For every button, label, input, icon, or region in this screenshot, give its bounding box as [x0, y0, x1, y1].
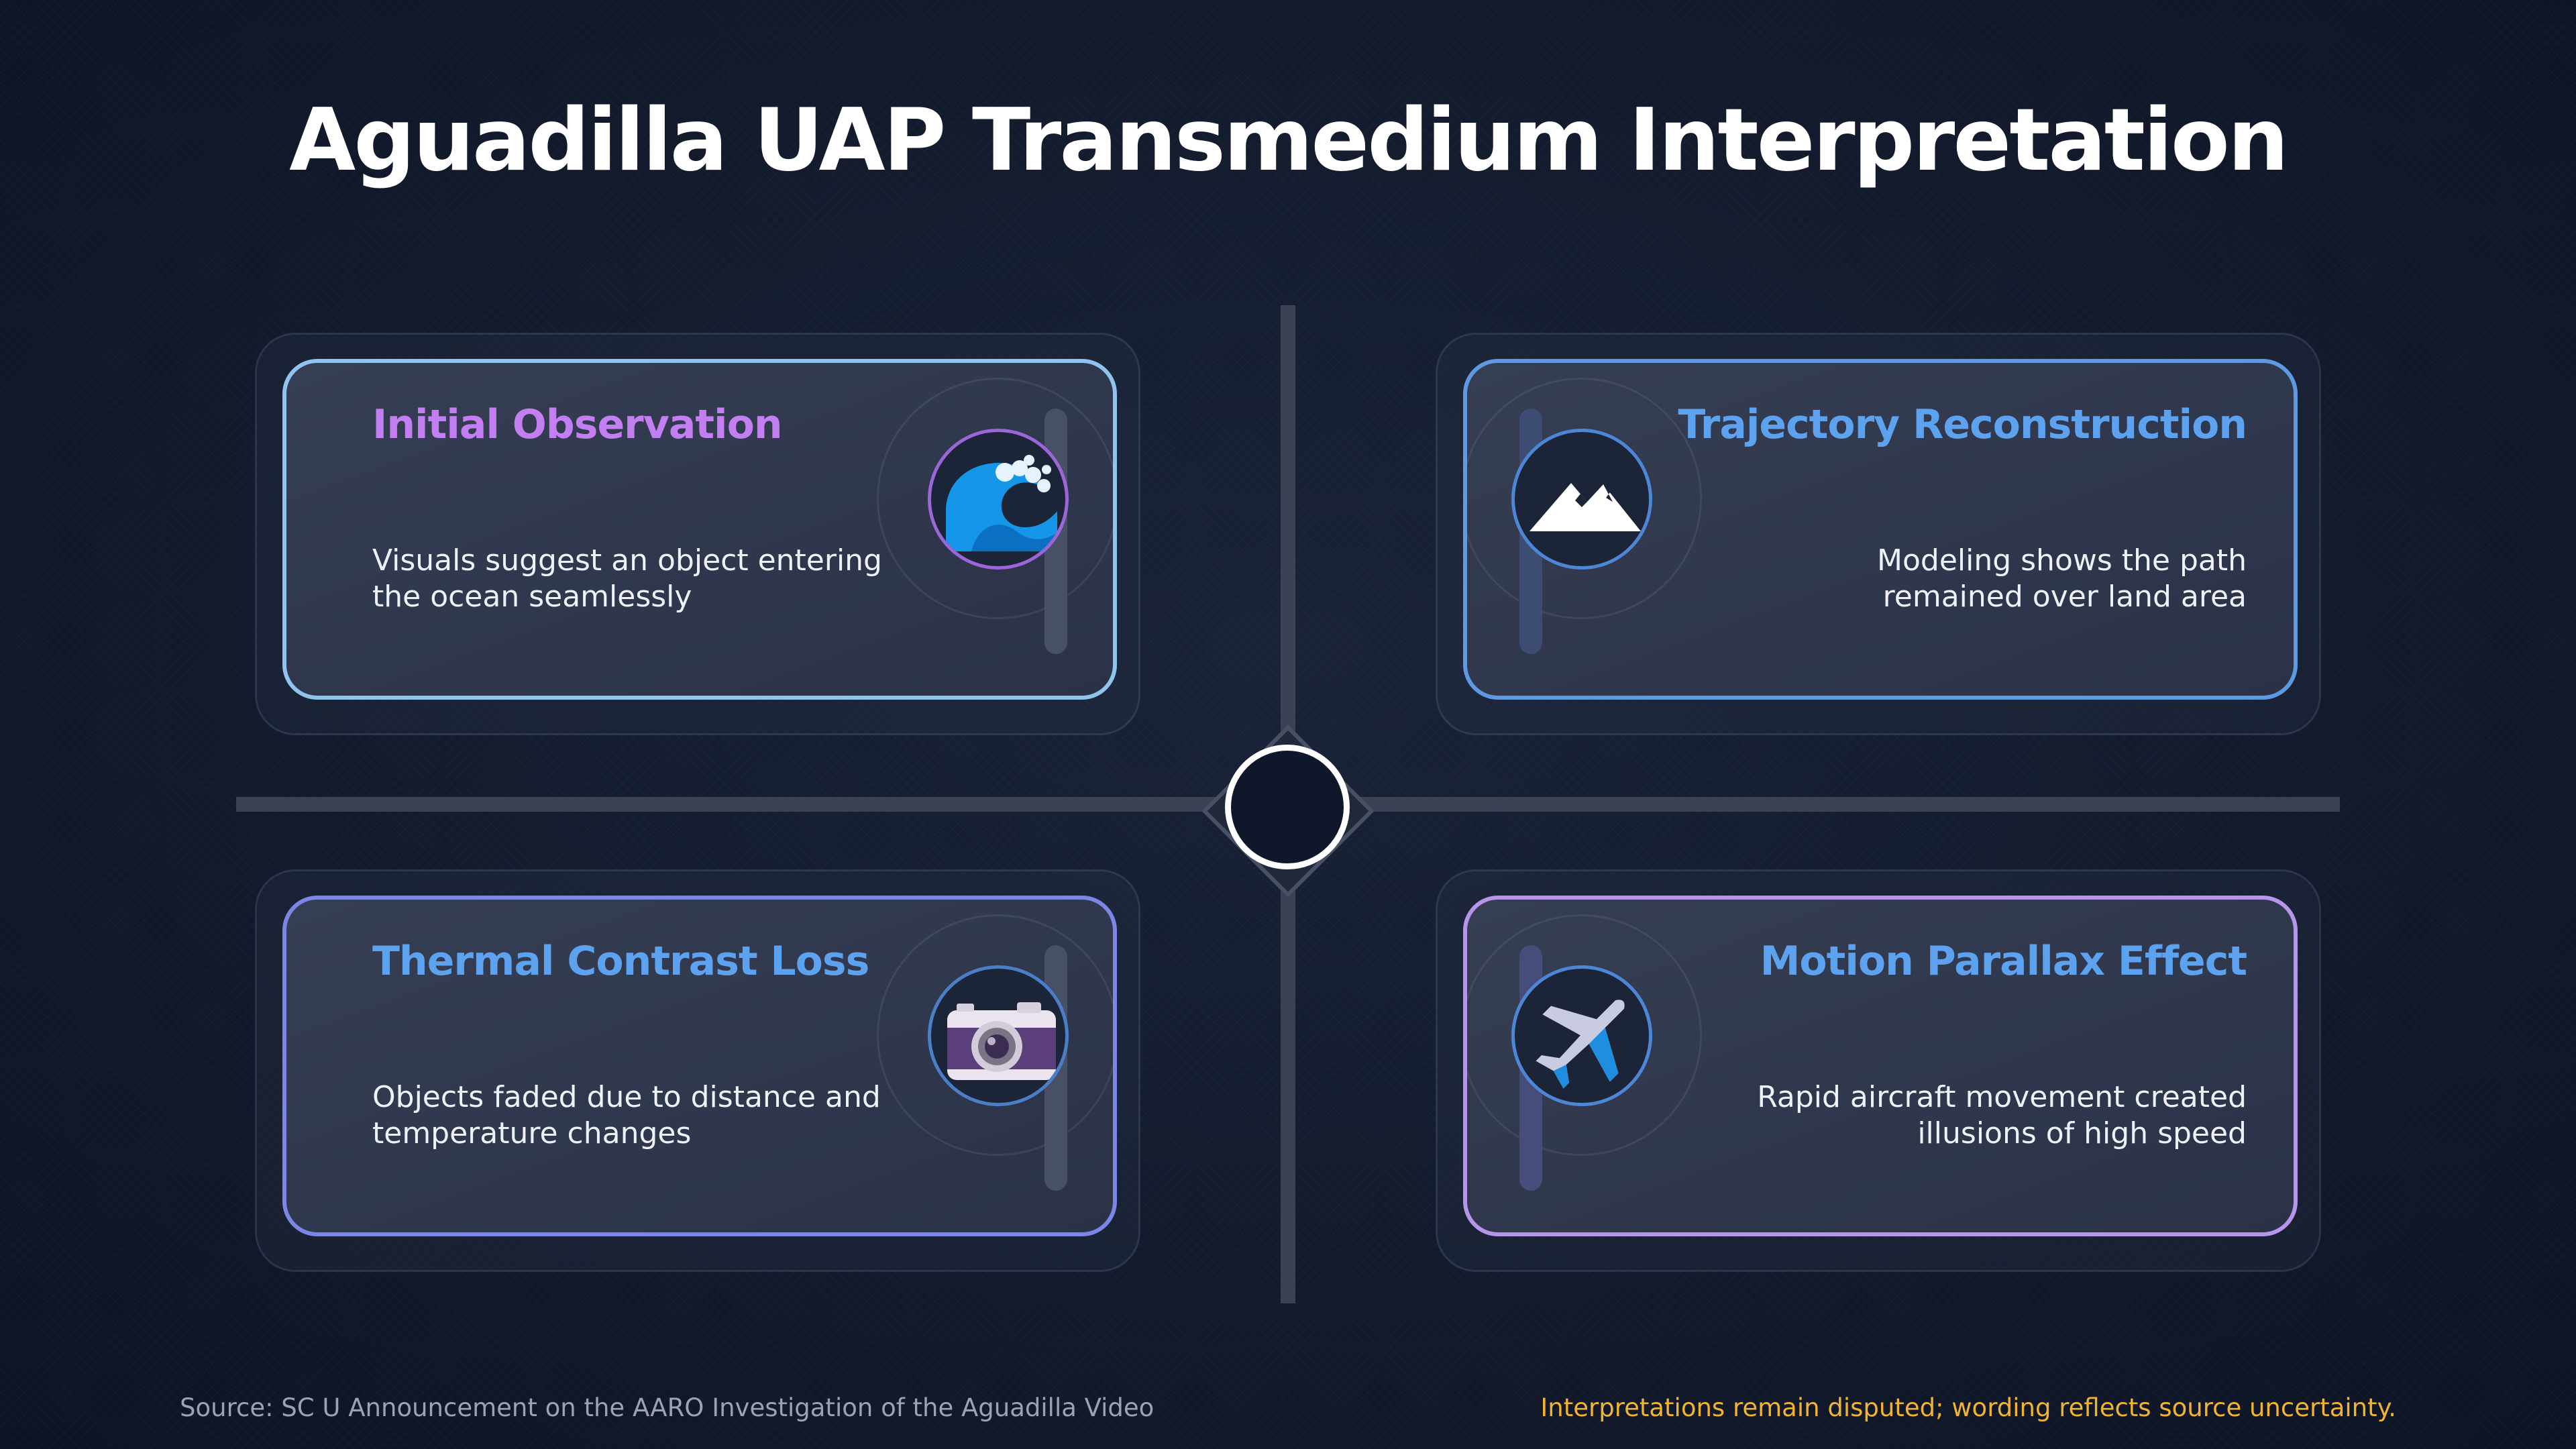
- card-description: Visuals suggest an object entering the o…: [372, 543, 882, 614]
- card-title: Motion Parallax Effect: [1760, 938, 2247, 985]
- card-panel: Motion Parallax Effect Rapid aircraft mo…: [1463, 896, 2298, 1236]
- decorative-ring: [877, 914, 1113, 1156]
- page-title: Aguadilla UAP Transmedium Interpretation: [289, 91, 2289, 191]
- card-description: Modeling shows the path remained over la…: [1877, 543, 2247, 614]
- card-panel: Thermal Contrast Loss Objects faded due …: [282, 896, 1117, 1236]
- center-node: [1225, 745, 1350, 869]
- card-description: Rapid aircraft movement created illusion…: [1757, 1080, 2247, 1150]
- source-caption: Source: SC U Announcement on the AARO In…: [180, 1393, 1155, 1422]
- card-panel: Trajectory Reconstruction Modeling shows…: [1463, 359, 2298, 700]
- card-initial-observation: Initial Observation Visuals suggest an o…: [255, 333, 1140, 735]
- card-description: Objects faded due to distance and temper…: [372, 1080, 881, 1150]
- card-title: Trajectory Reconstruction: [1678, 401, 2247, 448]
- disclaimer-note: Interpretations remain disputed; wording…: [1540, 1393, 2396, 1422]
- decorative-ring: [1467, 914, 1702, 1156]
- card-title: Initial Observation: [372, 401, 783, 448]
- camera-icon: [928, 965, 1069, 1106]
- card-panel: Initial Observation Visuals suggest an o…: [282, 359, 1117, 700]
- airplane-icon: [1511, 965, 1652, 1106]
- card-thermal-contrast-loss: Thermal Contrast Loss Objects faded due …: [255, 869, 1140, 1272]
- wave-icon: [928, 429, 1069, 570]
- decorative-ring: [1467, 378, 1702, 619]
- mountain-icon: [1511, 429, 1652, 570]
- card-title: Thermal Contrast Loss: [372, 938, 869, 985]
- card-motion-parallax-effect: Motion Parallax Effect Rapid aircraft mo…: [1436, 869, 2321, 1272]
- card-trajectory-reconstruction: Trajectory Reconstruction Modeling shows…: [1436, 333, 2321, 735]
- decorative-ring: [877, 378, 1113, 619]
